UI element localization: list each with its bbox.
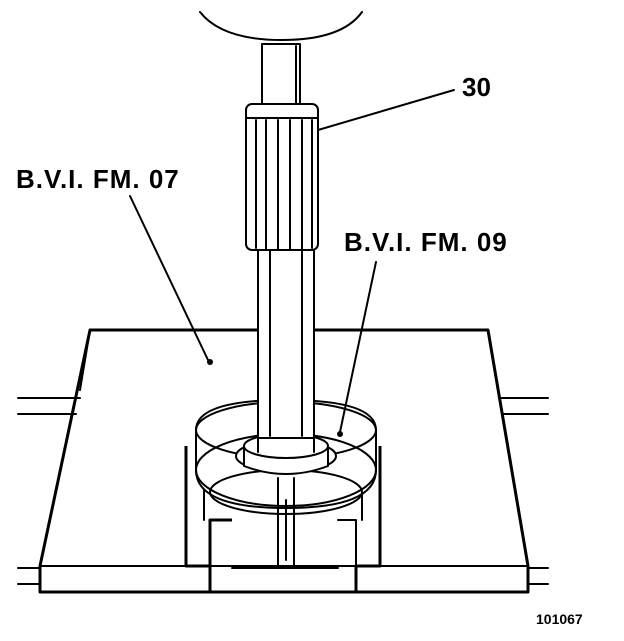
tool-label-fm09: B.V.I. FM. 09	[344, 227, 508, 257]
tool-label-fm07: B.V.I. FM. 07	[16, 164, 180, 194]
part-number-label: 30	[462, 72, 491, 102]
shaft-collar	[235, 433, 337, 475]
figure-reference: 101067	[536, 611, 583, 627]
support-plate	[38, 328, 530, 594]
leader-lines	[129, 89, 455, 437]
splined-sleeve	[245, 103, 319, 251]
press-ram	[199, 11, 363, 41]
bench-rails	[17, 397, 549, 585]
shaft	[257, 43, 315, 439]
